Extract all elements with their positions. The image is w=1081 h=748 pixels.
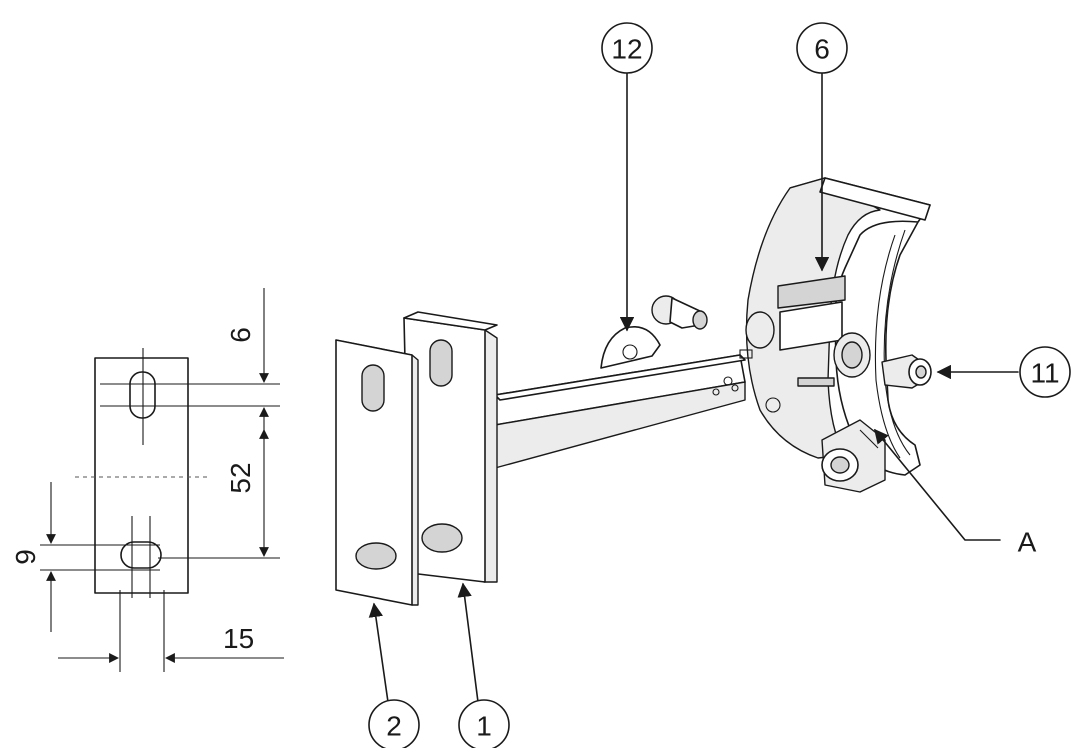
callout-1-label: 1 bbox=[476, 711, 492, 742]
dimension-52-label: 52 bbox=[225, 462, 256, 493]
callout-2: 2 bbox=[368, 699, 420, 748]
leader-1 bbox=[457, 582, 479, 703]
mounting-plate-1 bbox=[403, 311, 498, 583]
callout-2-label: 2 bbox=[386, 711, 402, 742]
wheel-housing-part-6 bbox=[739, 177, 931, 493]
dimension-9-label: 9 bbox=[10, 549, 41, 565]
dimension-6-label: 6 bbox=[225, 327, 256, 343]
callout-11-label: 11 bbox=[1030, 358, 1059, 389]
bracket-arm bbox=[494, 354, 746, 469]
bolt bbox=[651, 295, 708, 330]
spacer-part-11 bbox=[881, 354, 932, 389]
mounting-plate-2 bbox=[335, 339, 419, 606]
callout-6: 6 bbox=[796, 22, 848, 74]
callout-6-label: 6 bbox=[814, 34, 830, 65]
leader-2 bbox=[368, 602, 389, 703]
callout-12: 12 bbox=[601, 22, 653, 74]
callout-12-label: 12 bbox=[611, 34, 642, 65]
washer-part-12 bbox=[600, 326, 661, 369]
callout-1: 1 bbox=[458, 699, 510, 748]
dimension-drawing: 6 52 9 15 bbox=[10, 288, 284, 672]
dimension-15-label: 15 bbox=[223, 623, 254, 654]
callout-A-label: A bbox=[1018, 527, 1037, 558]
lower-slot bbox=[120, 541, 162, 569]
callout-11: 11 bbox=[1019, 346, 1071, 398]
leader-A bbox=[874, 428, 1001, 541]
plate-outline bbox=[94, 357, 189, 594]
